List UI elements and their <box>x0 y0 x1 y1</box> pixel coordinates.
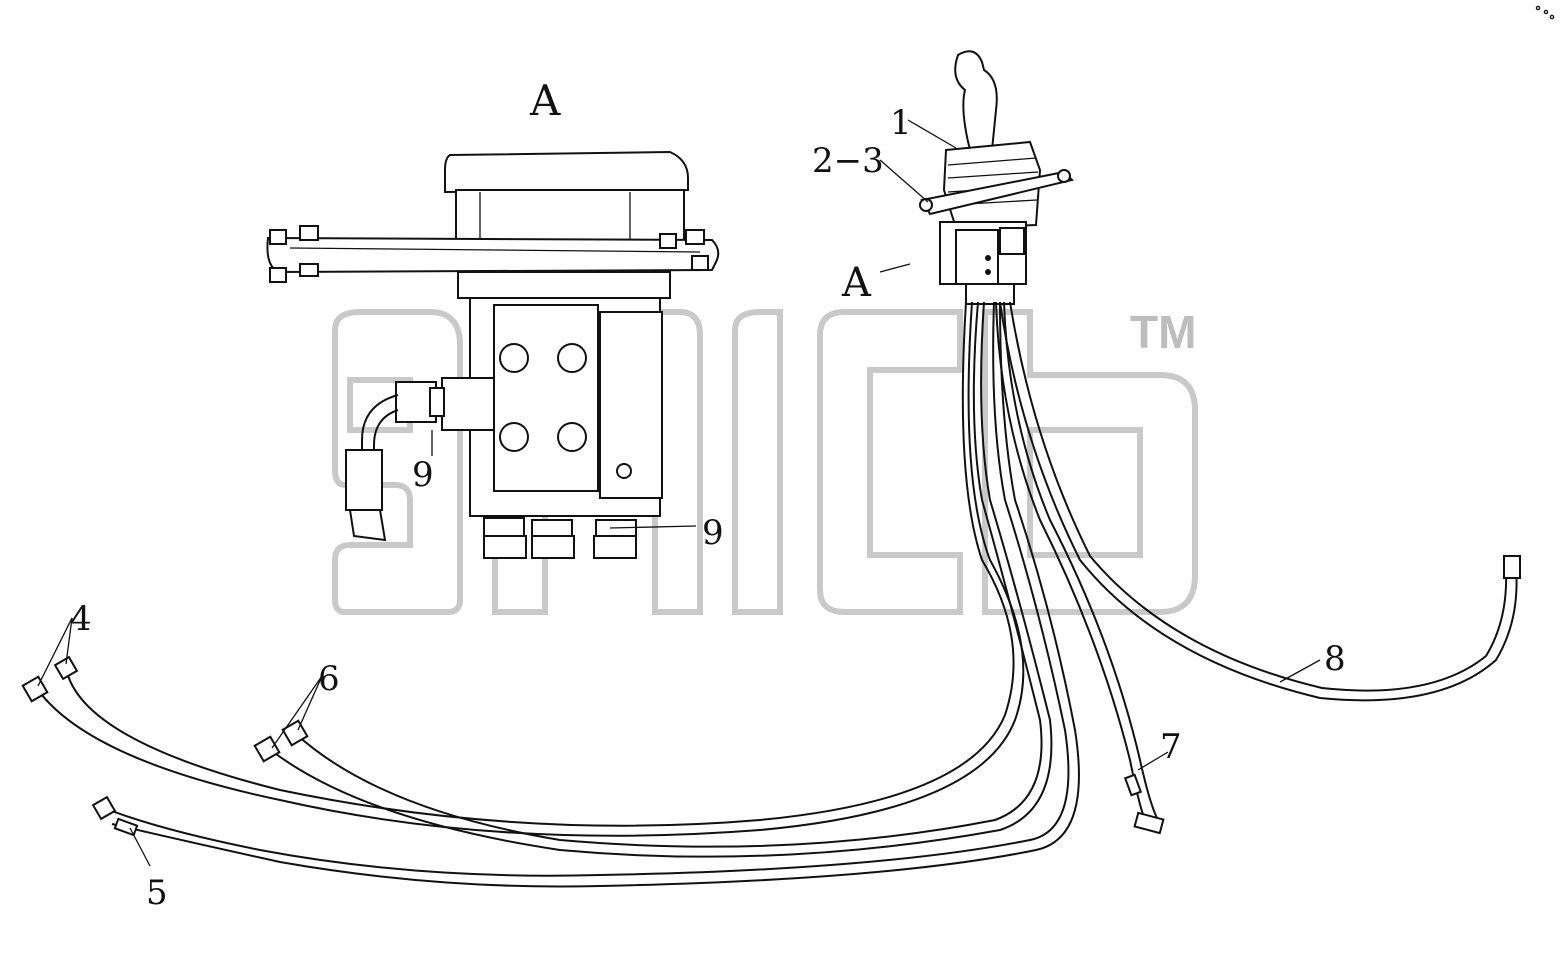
callout-5: 5 <box>146 873 168 913</box>
leader-lines <box>37 119 1321 867</box>
callout-9-left: 9 <box>412 455 434 495</box>
view-label-a-top: A <box>529 76 561 125</box>
callout-9-right: 9 <box>702 513 724 553</box>
watermark-logo: TM <box>332 306 1198 615</box>
callout-8: 8 <box>1324 639 1346 679</box>
labels: A A 1 2−3 4 5 6 7 8 9 9 <box>70 76 1346 913</box>
callout-2-3: 2−3 <box>812 141 884 181</box>
callout-4: 4 <box>70 599 92 639</box>
joystick-valve <box>919 50 1074 305</box>
view-label-a-side: A <box>841 260 872 306</box>
corner-mark <box>1535 5 1555 20</box>
trademark-symbol: TM <box>1130 306 1196 358</box>
valve-assembly <box>266 150 720 559</box>
callout-1: 1 <box>890 103 912 143</box>
callout-6: 6 <box>318 659 340 699</box>
hose-bundle <box>21 301 1521 888</box>
callout-7: 7 <box>1160 727 1182 767</box>
